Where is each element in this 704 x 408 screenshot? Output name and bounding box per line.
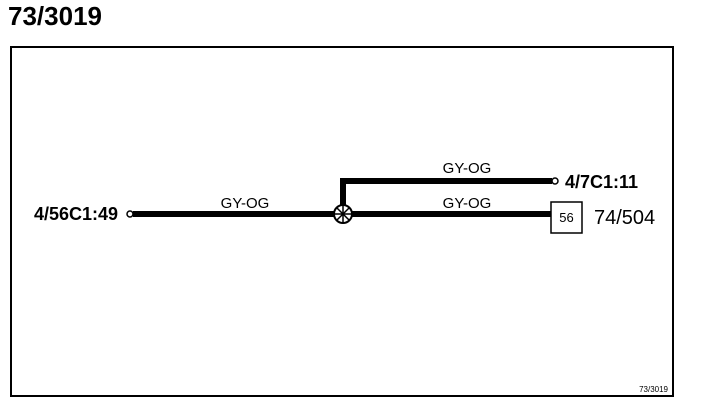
- component-box: [550, 201, 583, 234]
- connector-upper-right-label: 4/7C1:11: [565, 172, 638, 192]
- wire-upper-branch: [340, 178, 552, 214]
- connector-lower-right-label: 74/504: [594, 207, 655, 229]
- wire-label-lower: GY-OG: [443, 195, 492, 212]
- connector-left-pin-icon: [126, 210, 134, 218]
- connector-upper-right-pin-icon: [551, 177, 559, 185]
- splice-icon: [333, 204, 353, 224]
- diagram-frame: [10, 46, 674, 397]
- page-title: 73/3019: [8, 1, 102, 31]
- wire-label-upper: GY-OG: [443, 160, 492, 177]
- connector-left-label: 4/56C1:49: [34, 204, 118, 224]
- component-box-label: 56: [559, 210, 573, 225]
- footer-id: 73/3019: [639, 385, 668, 394]
- wire-label-left: GY-OG: [221, 195, 270, 212]
